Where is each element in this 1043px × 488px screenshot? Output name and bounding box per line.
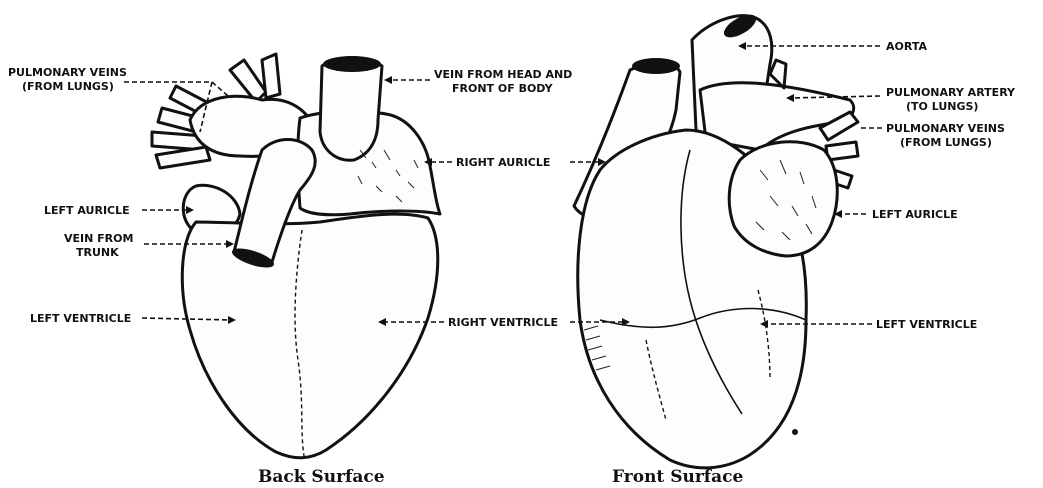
back-heart-illustration	[152, 54, 440, 458]
front-label-pulmonary-artery-line2: (TO LUNGS)	[906, 100, 978, 113]
front-label-aorta: AORTA	[886, 40, 927, 53]
back-label-right-auricle: RIGHT AURICLE	[456, 156, 550, 169]
front-surface-caption: Front Surface	[612, 467, 743, 487]
front-left-auricle-shape	[729, 142, 837, 256]
back-ventricle-body	[182, 214, 437, 458]
back-vein-from-head-shape	[320, 58, 382, 160]
front-label-left-ventricle: LEFT VENTRICLE	[876, 318, 977, 331]
front-label-pulmonary-veins-line2: (FROM LUNGS)	[900, 136, 992, 149]
front-label-pulmonary-veins-line1: PULMONARY VEINS	[886, 122, 1005, 135]
back-label-vein-trunk-line1: VEIN FROM	[64, 232, 133, 245]
back-label-vein-trunk-line2: TRUNK	[76, 246, 119, 259]
front-heart-illustration	[574, 10, 858, 468]
front-label-pulmonary-artery-line1: PULMONARY ARTERY	[886, 86, 1016, 99]
front-label-left-auricle: LEFT AURICLE	[872, 208, 958, 221]
back-label-vein-head-line1: VEIN FROM HEAD AND	[434, 68, 572, 81]
back-label-pulmonary-veins-line1: PULMONARY VEINS	[8, 66, 127, 79]
back-label-pulmonary-veins-line2: (FROM LUNGS)	[22, 80, 114, 93]
back-label-vein-head-line2: FRONT OF BODY	[452, 82, 554, 95]
back-label-left-ventricle: LEFT VENTRICLE	[30, 312, 131, 325]
back-label-left-auricle: LEFT AURICLE	[44, 204, 130, 217]
back-label-right-ventricle: RIGHT VENTRICLE	[448, 316, 558, 329]
back-surface-caption: Back Surface	[258, 467, 385, 487]
